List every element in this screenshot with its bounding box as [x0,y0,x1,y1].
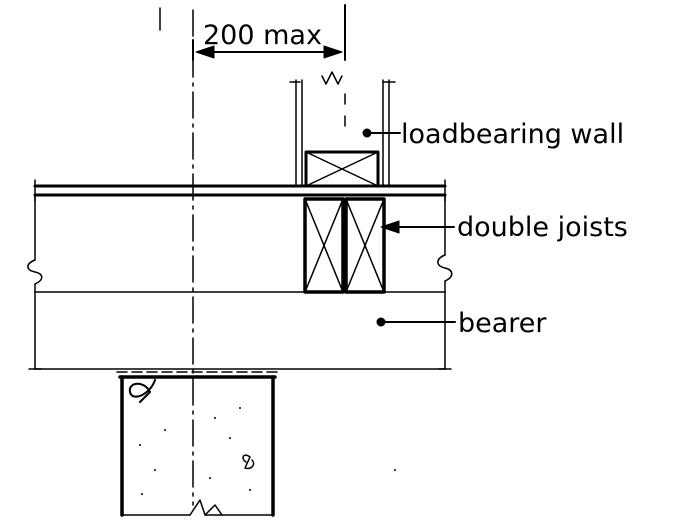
label-loadbearing-wall: loadbearing wall [401,119,624,150]
break-mark-left [27,259,43,293]
label-double-joists: double joists [457,212,628,243]
pier-speckle [139,407,396,495]
concrete-pier [116,371,278,517]
double-joists [303,197,386,294]
leader-bearer [376,317,456,327]
dimension-label: 200 max [203,20,322,51]
leader-wall [362,128,401,138]
dimension-200-max [192,4,346,61]
sole-plate [304,150,380,188]
break-mark-right [437,254,453,293]
bearer [28,291,452,370]
centreline [159,7,194,506]
leader-joists [380,220,455,234]
label-bearer: bearer [458,308,547,339]
joist-outline [34,194,446,293]
